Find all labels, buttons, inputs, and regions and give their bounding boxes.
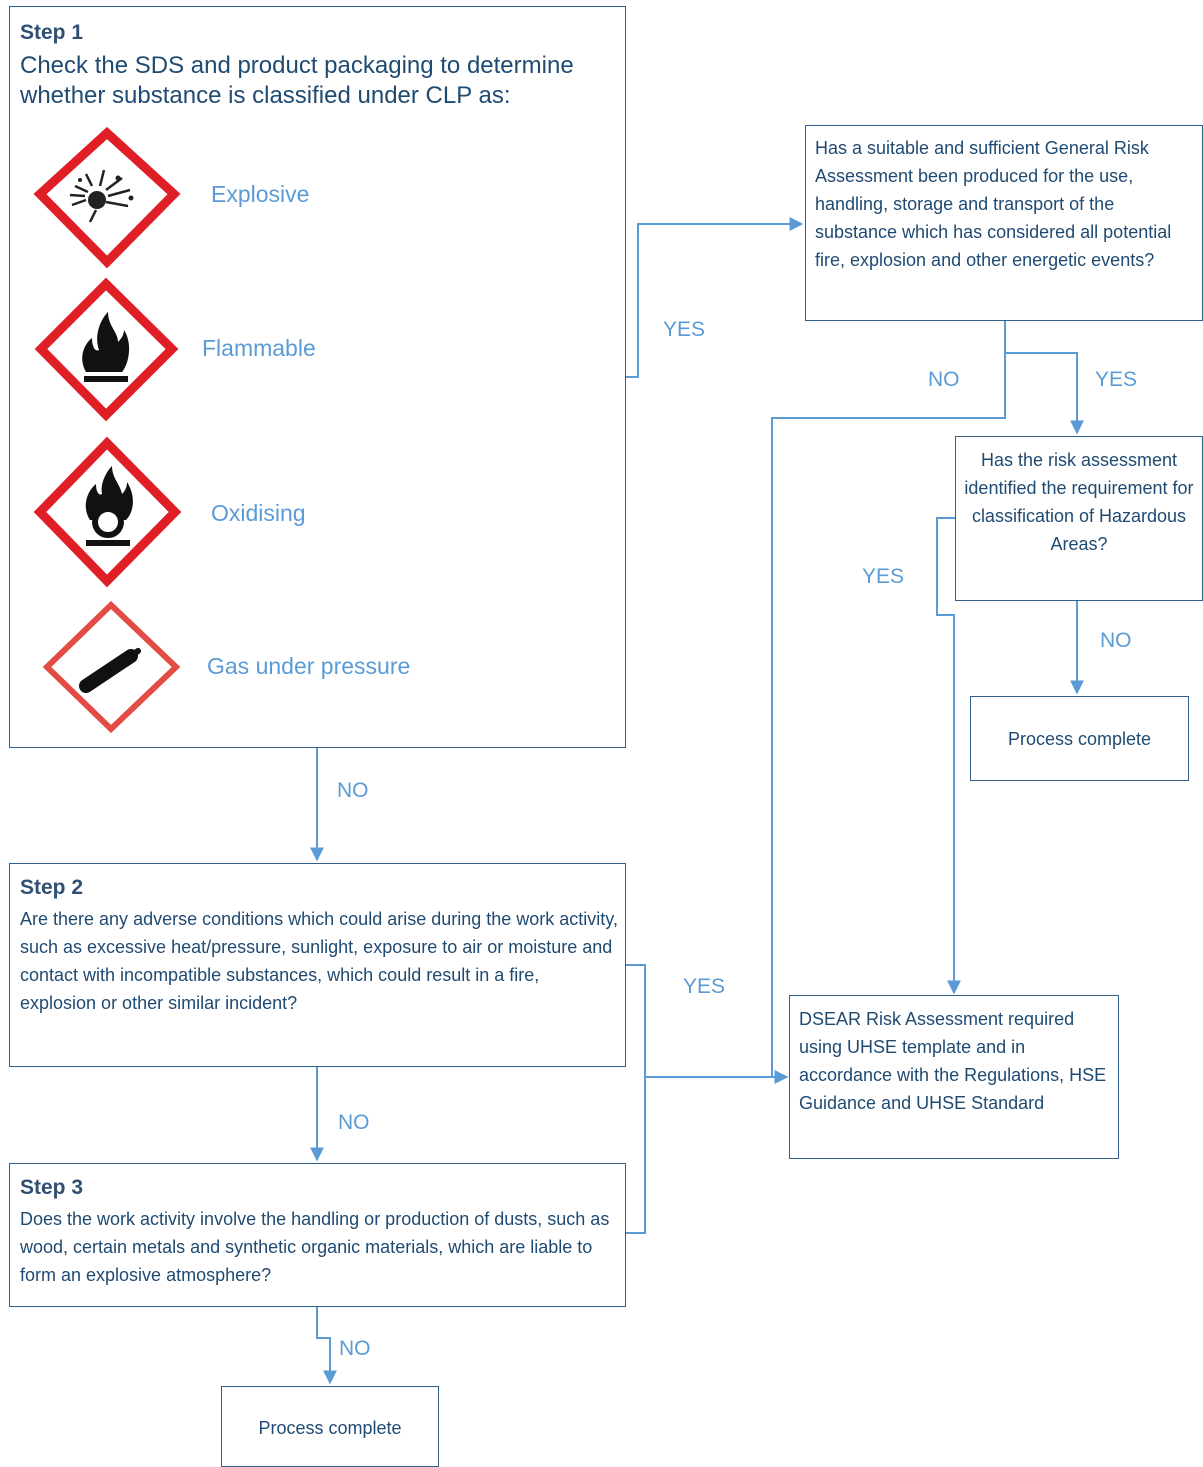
- edge-label-step1-yes: YES: [663, 318, 706, 341]
- connector-step2-yes: [626, 964, 646, 1077]
- step3-title: Step 3: [20, 1176, 84, 1199]
- connector-general-no: [771, 353, 1006, 1077]
- connector-step3-yes: [626, 1070, 789, 1234]
- step1-title: Step 1: [20, 21, 84, 44]
- edge-label-general-no: NO: [928, 368, 960, 391]
- hazardous-areas-text: Has the risk assessment identified the r…: [964, 450, 1194, 554]
- edge-label-step3-no: NO: [339, 1337, 371, 1360]
- dsear-text: DSEAR Risk Assessment required using UHS…: [799, 1009, 1107, 1113]
- process-complete-text-top: Process complete: [1007, 729, 1152, 749]
- edge-label-step2-no: NO: [338, 1111, 370, 1134]
- edge-label-hazard-yes: YES: [862, 565, 905, 588]
- process-complete-box-top: [970, 696, 1189, 781]
- step3-box: [9, 1163, 626, 1307]
- step3-text: Does the work activity involve the handl…: [20, 1209, 610, 1285]
- step1-box: [9, 6, 626, 748]
- dsear-box: [789, 995, 1119, 1159]
- step1-text: Check the SDS and product packaging to d…: [20, 52, 574, 109]
- process-complete-box-bottom: [221, 1386, 439, 1467]
- general-risk-assessment-text: Has a suitable and sufficient General Ri…: [815, 138, 1172, 270]
- edge-label-step1-no: NO: [337, 779, 369, 802]
- edge-label-step2-yes: YES: [683, 975, 726, 998]
- edge-label-general-yes: YES: [1095, 368, 1138, 391]
- connector-step1-yes: [626, 217, 804, 378]
- hazard-label-explosive: Explosive: [211, 181, 310, 207]
- step2-box: [9, 863, 626, 1067]
- hazardous-areas-box: [955, 436, 1203, 601]
- connector-general-yes: [1004, 321, 1084, 435]
- connector-hazard-yes: [936, 517, 961, 995]
- edge-label-hazard-no: NO: [1100, 629, 1132, 652]
- hazard-label-flammable: Flammable: [202, 335, 316, 361]
- process-complete-text-bottom: Process complete: [258, 1418, 402, 1438]
- step2-title: Step 2: [20, 876, 84, 899]
- hazard-label-oxidising: Oxidising: [211, 500, 306, 526]
- hazard-label-gas-under-pressure: Gas under pressure: [207, 653, 411, 679]
- general-risk-assessment-box: [805, 125, 1203, 321]
- step2-text: Are there any adverse conditions which c…: [20, 909, 618, 1013]
- connector-step3-no: [316, 1307, 337, 1385]
